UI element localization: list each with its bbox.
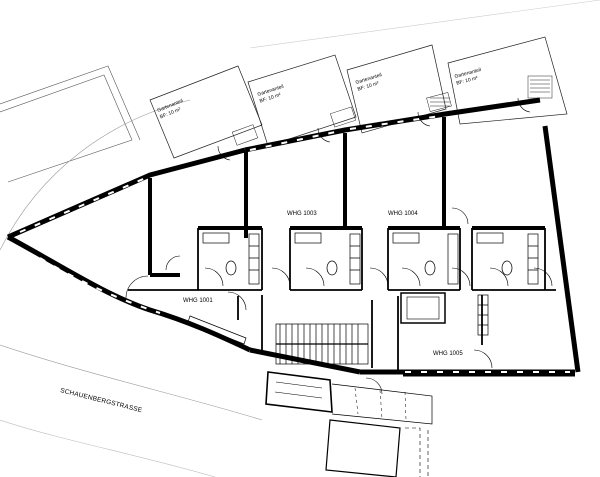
terrace-steps: [231, 75, 553, 146]
garden-area: BF: 10 m²: [456, 75, 479, 87]
garden-label-4: Gartenanteil BF: 10 m²: [454, 67, 482, 87]
apartment-label-whg1001: WHG 1001: [183, 298, 213, 304]
bathroom-fixtures: [202, 232, 539, 285]
elevator-shaft: [400, 292, 446, 324]
garden-label-2: Gartenanteil BF: 10 m²: [257, 84, 285, 105]
garden-label-1: Gartenanteil BF: 10 m²: [157, 98, 185, 120]
garden-plot-1: [149, 65, 263, 159]
garden-plots: [149, 36, 568, 159]
apartment-label-whg1005: WHG 1005: [433, 351, 463, 357]
street-name-label: SCHAUENBERGSTRASSE: [60, 387, 144, 414]
garden-plot-3: [346, 44, 447, 134]
interior-walls: [128, 228, 556, 370]
apartment-label-whg1003: WHG 1003: [287, 211, 317, 217]
exterior-walls: [6, 97, 581, 377]
entrance-annex: [265, 371, 433, 477]
garden-plot-2: [247, 54, 357, 147]
windows: [19, 115, 570, 373]
partition-walls: [148, 117, 545, 277]
apartment-label-whg1004: WHG 1004: [388, 211, 418, 217]
staircase: [275, 323, 369, 365]
garden-plot-4: [447, 36, 568, 125]
kitchen-counters: [187, 294, 489, 345]
door-swings: [125, 97, 553, 395]
garden-label-3: Gartenanteil BF: 10 m²: [355, 72, 383, 92]
